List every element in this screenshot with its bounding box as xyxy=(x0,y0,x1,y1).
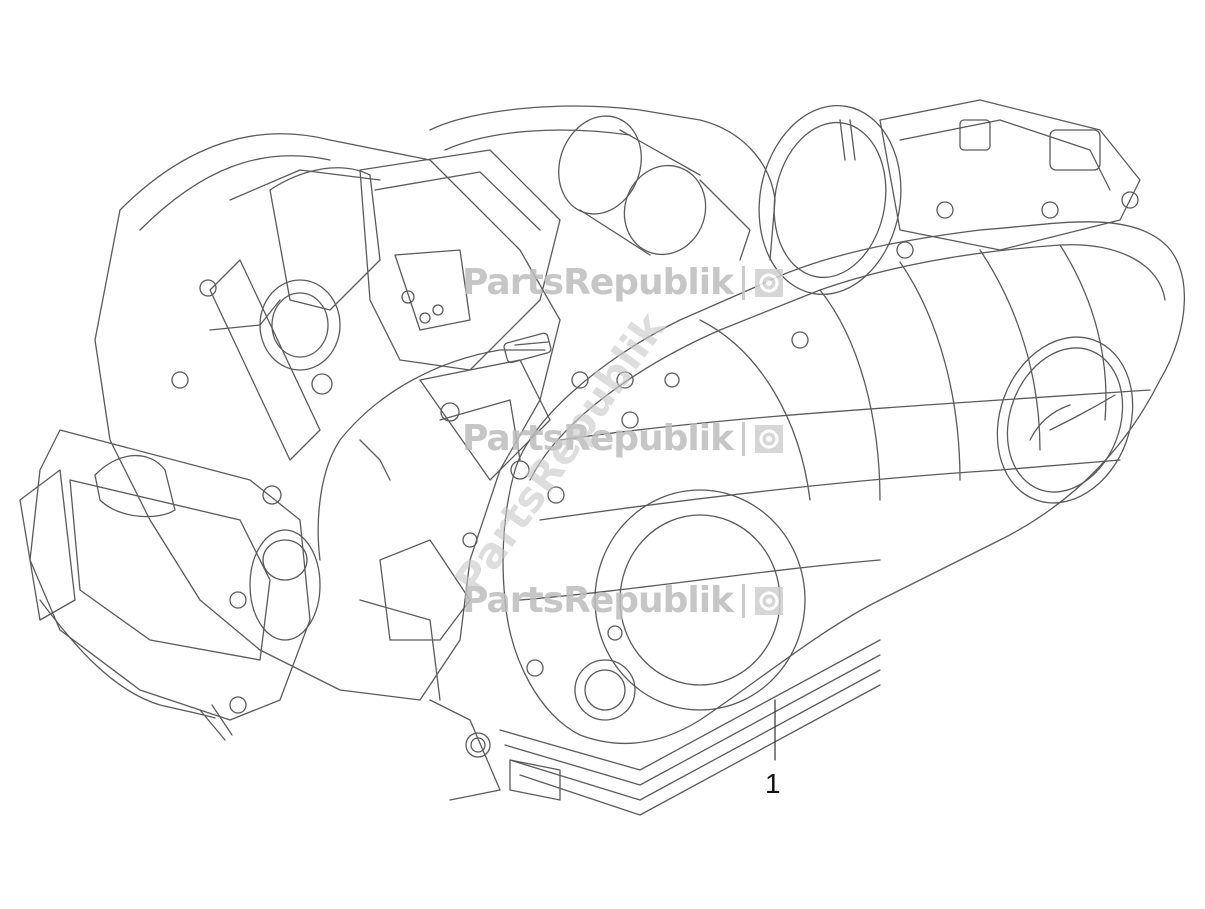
watermark-text: PartsRepublik xyxy=(462,580,734,621)
watermark-divider xyxy=(742,421,746,456)
cylinder-head xyxy=(19,299,321,741)
callout-number: 1 xyxy=(765,768,781,799)
cvt-cover xyxy=(499,221,1186,816)
watermark-divider xyxy=(742,583,746,618)
intake-duct xyxy=(429,105,776,261)
fastener-bolts xyxy=(311,241,914,677)
crankcase xyxy=(94,133,565,801)
gear-icon xyxy=(755,424,784,453)
watermark-divider xyxy=(742,265,746,300)
watermark-text: PartsRepublik xyxy=(462,262,734,303)
watermark-bottom: PartsRepublik xyxy=(462,580,784,621)
watermark-middle: PartsRepublik xyxy=(462,418,784,459)
throttle-body xyxy=(199,149,561,461)
spark-plug-cable xyxy=(317,332,552,561)
starter-assembly xyxy=(758,99,1141,295)
watermark-text: PartsRepublik xyxy=(462,418,734,459)
callout-label: 1 xyxy=(765,768,781,800)
gear-icon xyxy=(755,268,784,297)
watermark-top: PartsRepublik xyxy=(462,262,784,303)
gear-icon xyxy=(755,586,784,615)
